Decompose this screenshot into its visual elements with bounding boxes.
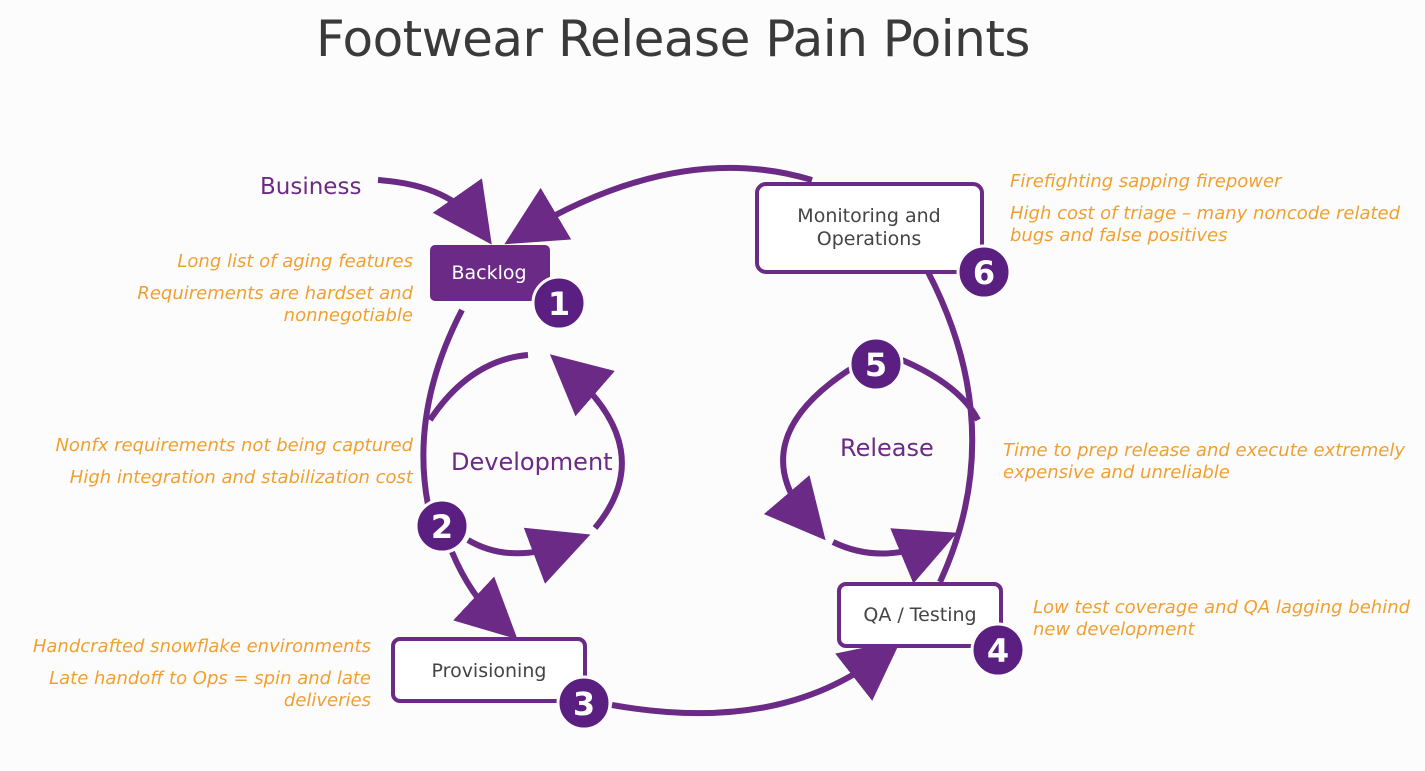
arc-backlog-to-development (420, 308, 465, 506)
page-title: Footwear Release Pain Points (316, 10, 1030, 68)
release-label: Release (840, 434, 934, 462)
monitoring-note-2b: bugs and false positives (1010, 225, 1228, 246)
monitoring-note-1: Firefighting sapping firepower (1010, 171, 1282, 192)
development-badge: 2 (414, 498, 470, 554)
provisioning-box[interactable] (391, 637, 587, 703)
development-notes: Nonfx requirements not being captured Hi… (55, 435, 413, 489)
monitoring-label-line2: Operations (817, 228, 921, 250)
badge-1-number: 1 (548, 285, 570, 323)
backlog-box[interactable] (430, 245, 550, 301)
badge-3 (556, 675, 612, 731)
badge-5 (848, 336, 904, 392)
backlog-stage[interactable]: Backlog 1 (430, 245, 587, 331)
qa-label: QA / Testing (863, 604, 976, 626)
badge-4-number: 4 (987, 632, 1009, 670)
badge-4 (970, 622, 1026, 678)
business-arrow (377, 177, 492, 245)
qa-note-1b: new development (1033, 619, 1195, 640)
qa-notes: Low test coverage and QA lagging behind … (1033, 597, 1410, 641)
release-inner-arc-top (900, 357, 981, 422)
qa-stage[interactable]: QA / Testing 4 (837, 582, 1026, 678)
provisioning-note-1: Handcrafted snowflake environments (32, 636, 371, 657)
monitoring-box[interactable] (755, 182, 984, 274)
backlog-notes: Long list of aging features Requirements… (137, 251, 413, 327)
development-note-1: Nonfx requirements not being captured (55, 435, 413, 456)
business-label: Business (260, 174, 361, 200)
qa-note-1a: Low test coverage and QA lagging behind (1033, 597, 1411, 618)
dev-inner-arc-bottom (466, 527, 591, 584)
backlog-note-1: Long list of aging features (177, 251, 413, 272)
backlog-note-2a: Requirements are hardset and (137, 283, 413, 304)
release-inner-arc-bottom (831, 528, 958, 584)
release-notes: Time to prep release and execute extreme… (1003, 440, 1405, 484)
release-note-1b: expensive and unreliable (1003, 462, 1230, 483)
provisioning-stage[interactable]: Provisioning 3 (391, 637, 612, 731)
arc-qa-to-monitoring (925, 270, 976, 584)
badge-6 (956, 244, 1012, 300)
badge-2 (414, 498, 470, 554)
provisioning-notes: Handcrafted snowflake environments Late … (33, 636, 371, 712)
dev-inner-arc-right (549, 354, 625, 530)
provisioning-label: Provisioning (432, 660, 547, 682)
release-badge: 5 (848, 336, 904, 392)
badge-3-number: 3 (573, 685, 595, 723)
badge-1 (531, 275, 587, 331)
provisioning-note-2a: Late handoff to Ops = spin and late (49, 668, 371, 689)
arc-monitoring-to-backlog (504, 164, 813, 245)
provisioning-note-2b: deliveries (283, 690, 371, 711)
development-label: Development (451, 448, 613, 476)
monitoring-notes: Firefighting sapping firepower High cost… (1010, 171, 1400, 247)
development-note-2: High integration and stabilization cost (69, 467, 413, 488)
badge-6-number: 6 (973, 254, 995, 292)
backlog-label: Backlog (451, 262, 526, 284)
badge-5-number: 5 (865, 346, 887, 384)
arc-provisioning-to-qa (611, 640, 901, 717)
backlog-note-2b: nonnegotiable (283, 305, 413, 326)
monitoring-note-2a: High cost of triage – many noncode relat… (1010, 203, 1401, 224)
qa-box[interactable] (837, 582, 1003, 648)
monitoring-label-line1: Monitoring and (797, 205, 940, 227)
monitoring-stage[interactable]: Monitoring and Operations 6 (755, 182, 1012, 300)
release-inner-arc-left (763, 365, 854, 541)
dev-inner-arc-top (427, 352, 529, 422)
release-note-1a: Time to prep release and execute extreme… (1003, 440, 1405, 461)
arc-development-to-provisioning (449, 550, 518, 640)
badge-2-number: 2 (431, 508, 453, 546)
